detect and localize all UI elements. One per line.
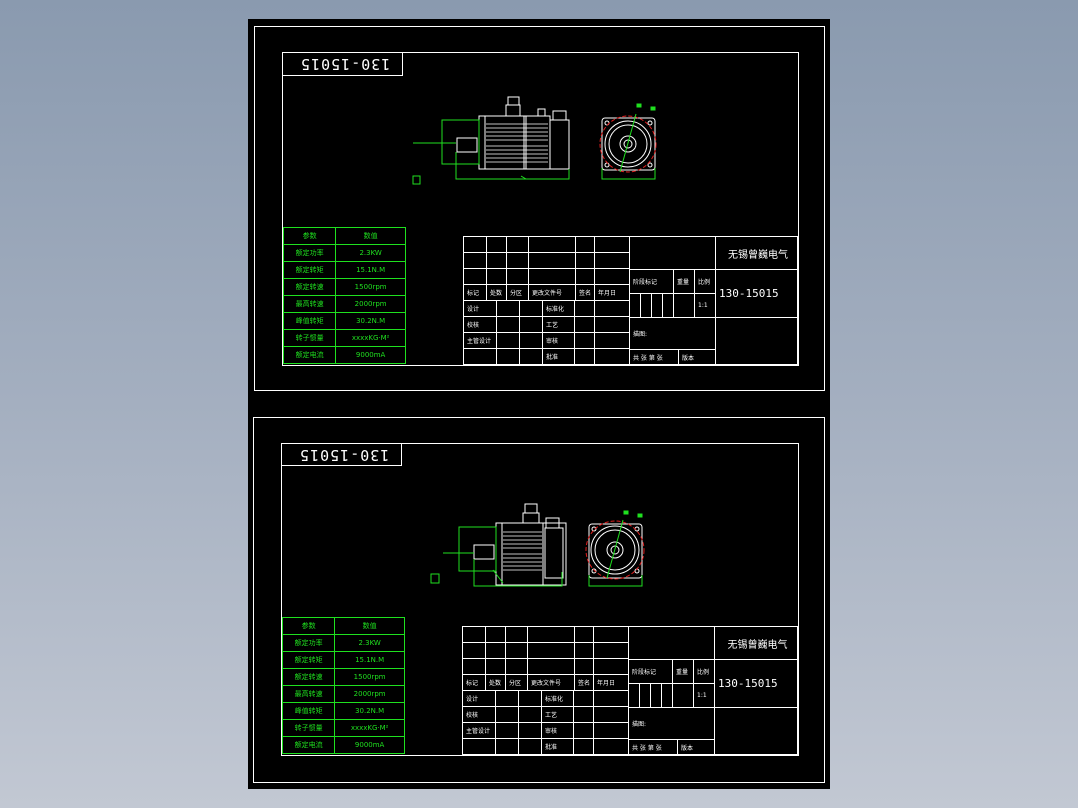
outer-frame (254, 26, 825, 391)
title-tab: 130-15015 (282, 444, 402, 466)
label-design: 设计 (462, 690, 496, 707)
label-weight: 重量 (672, 659, 694, 684)
label-sheets: 共 张 第 张 (628, 739, 678, 755)
label-process: 工艺 (541, 706, 574, 723)
label-version: 版本 (678, 349, 716, 365)
label-material: 描图: (628, 707, 715, 740)
spec-header-value: 数值 (334, 617, 405, 635)
label-signature: 签名 (574, 674, 594, 691)
label-mark: 标记 (462, 674, 486, 691)
label-check: 校核 (462, 706, 496, 723)
label-count: 处数 (485, 674, 506, 691)
inner-frame (282, 52, 799, 366)
inner-frame (281, 443, 799, 756)
drawing-number: 130-15015 (714, 659, 798, 708)
label-chief-design: 主管设计 (462, 722, 496, 739)
label-review: 审核 (541, 722, 574, 739)
label-approve: 批准 (541, 738, 574, 755)
label-change-doc: 更改文件号 (527, 674, 575, 691)
label-stage-mark: 阶段标记 (628, 659, 673, 684)
label-standardize: 标准化 (541, 690, 574, 707)
label-zone: 分区 (505, 674, 528, 691)
spec-header-param: 参数 (281, 617, 336, 635)
label-scale: 比例 (693, 659, 715, 684)
scale-value: 1:1 (693, 683, 715, 708)
company-name: 无锡曾巍电气 (714, 626, 798, 660)
title-tab: 130-15015 (283, 53, 403, 76)
outer-frame (253, 417, 825, 783)
label-version: 版本 (677, 739, 715, 755)
label-date: 年月日 (593, 674, 629, 691)
